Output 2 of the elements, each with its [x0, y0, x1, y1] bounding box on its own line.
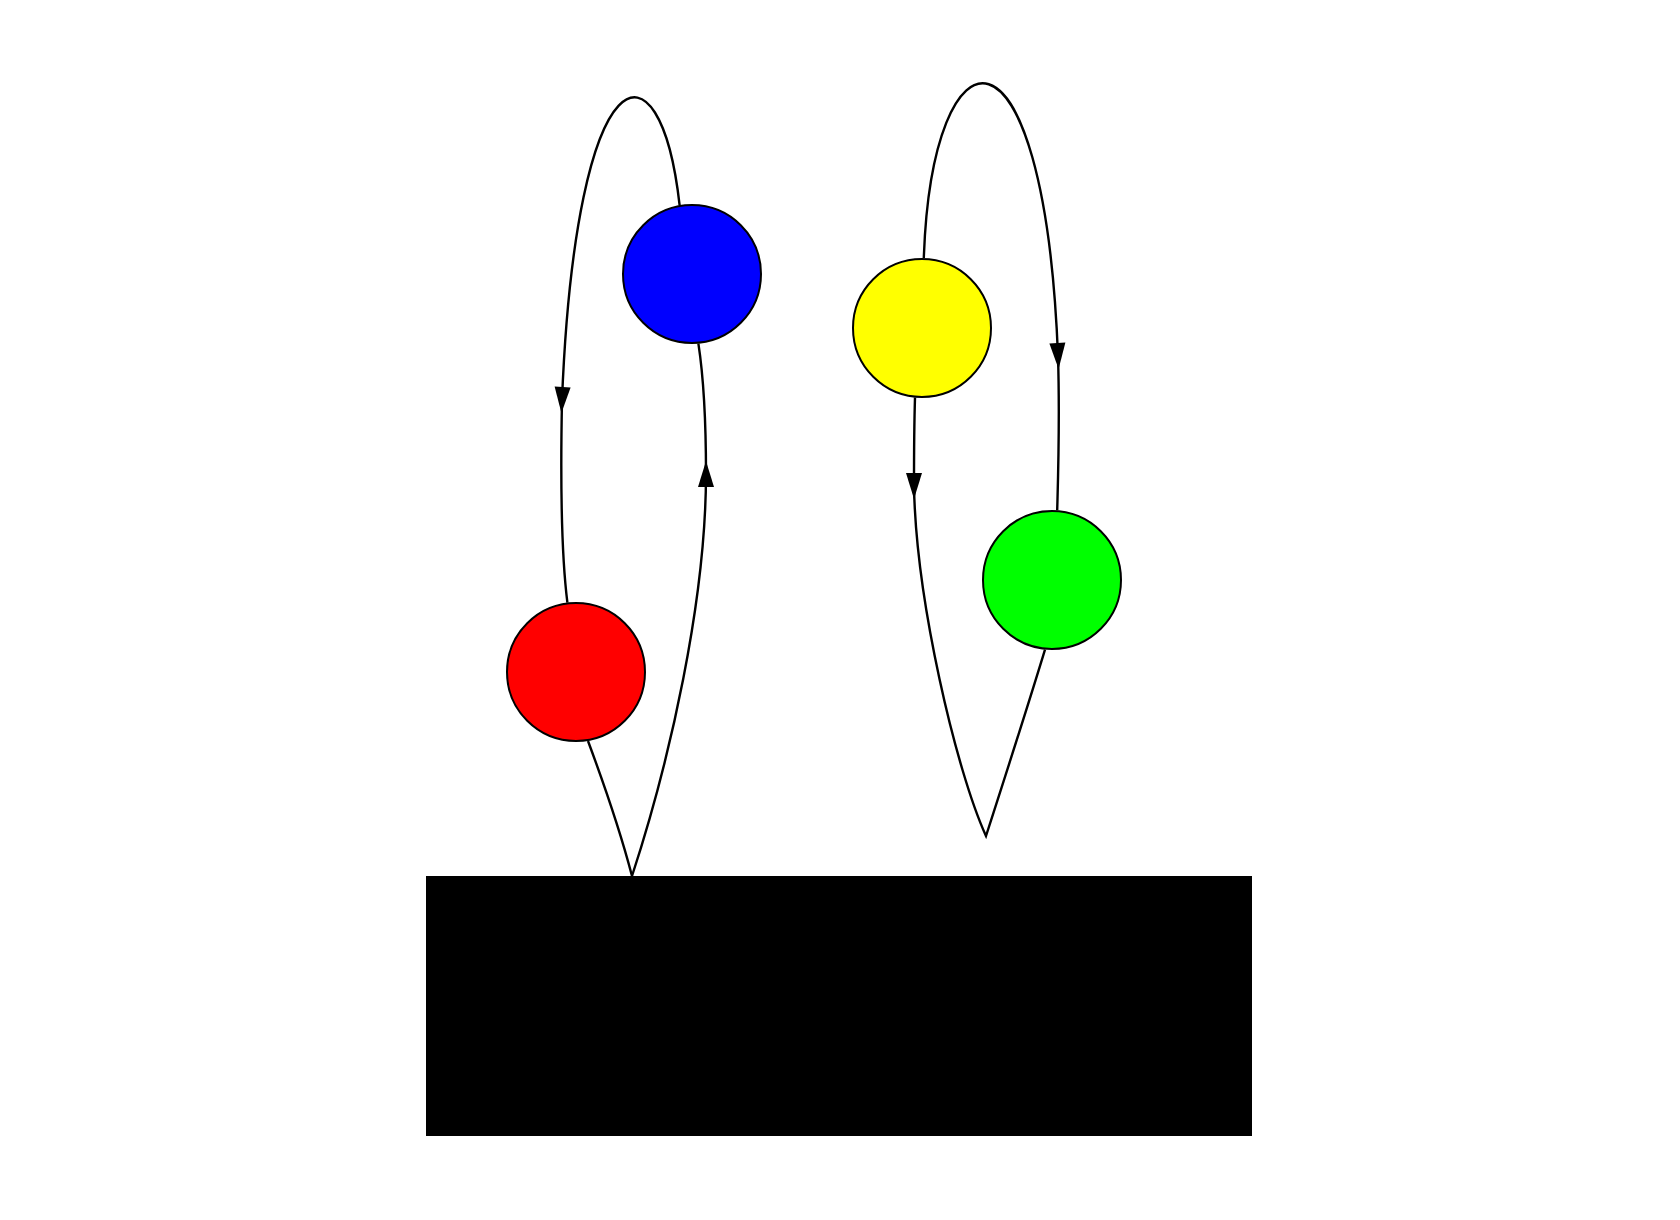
- base-block: [426, 876, 1252, 1136]
- curved-line: [586, 740, 634, 877]
